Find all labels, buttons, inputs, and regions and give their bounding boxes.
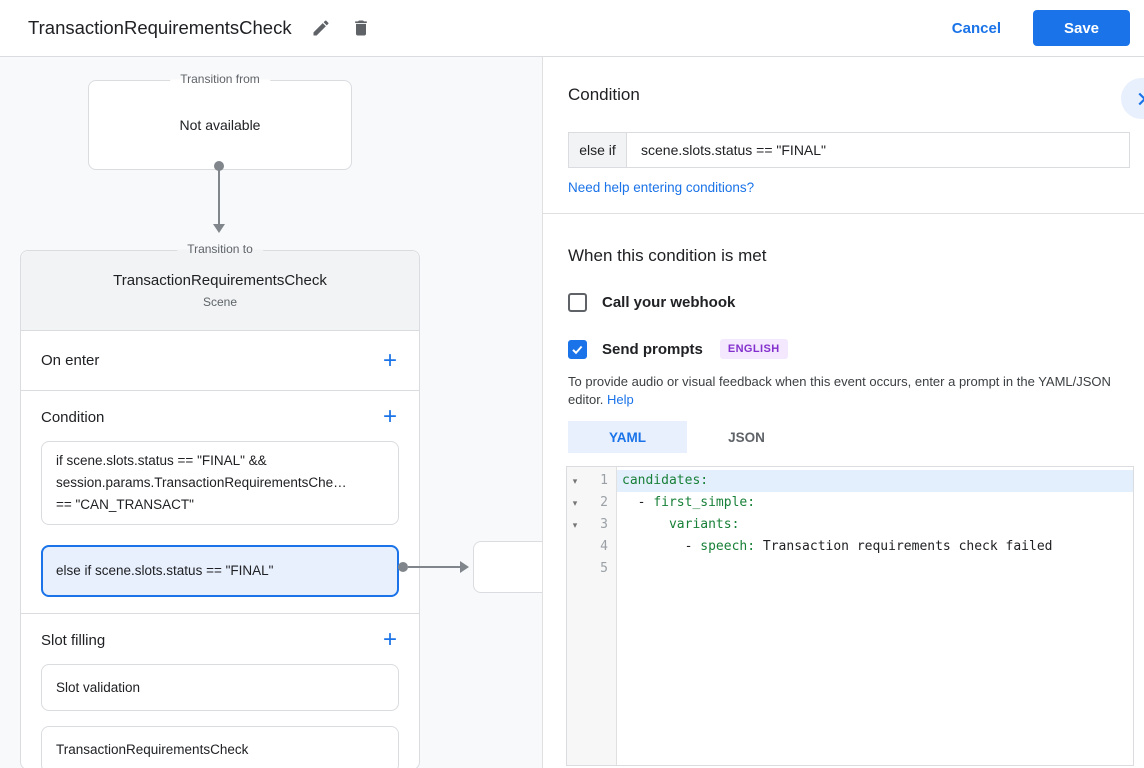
code-line: - speech: Transaction requirements check…: [622, 539, 1053, 554]
fold-caret-icon[interactable]: ▾: [572, 498, 578, 508]
line-number: 3: [600, 517, 608, 532]
webhook-label: Call your webhook: [602, 294, 736, 311]
feedback-description: To provide audio or visual feedback when…: [568, 373, 1130, 408]
code-line: variants:: [668, 517, 740, 532]
page-title: TransactionRequirementsCheck: [28, 17, 292, 38]
condition-item-if[interactable]: if scene.slots.status == "FINAL" && sess…: [41, 441, 399, 525]
send-prompts-label: Send prompts: [602, 340, 703, 358]
line-number: 4: [600, 539, 608, 554]
condition-prefix-label: else if: [568, 132, 626, 168]
slot-item-transaction-check[interactable]: TransactionRequirementsCheck: [41, 726, 399, 768]
connector-dot: [214, 161, 224, 171]
line-number: 1: [600, 473, 608, 488]
scene-card-header[interactable]: TransactionRequirementsCheck Scene: [21, 251, 419, 331]
tab-json[interactable]: JSON: [728, 429, 765, 445]
slot-item-validation[interactable]: Slot validation: [41, 664, 399, 711]
transition-from-box[interactable]: Transition from Not available: [88, 72, 352, 170]
flow-canvas: Transition from Not available Transition…: [0, 57, 543, 768]
cancel-button[interactable]: Cancel: [951, 19, 1001, 37]
app-header: TransactionRequirementsCheck Cancel Save: [0, 0, 1144, 57]
connector-line-vertical: [218, 169, 220, 224]
line-number: 5: [600, 561, 608, 576]
on-enter-label: On enter: [41, 352, 100, 369]
send-prompts-checkbox[interactable]: [568, 339, 587, 359]
arrow-down-icon: [213, 224, 225, 233]
condition-input-group: else if: [568, 132, 1130, 168]
add-slot-button[interactable]: +: [382, 626, 397, 653]
add-on-enter-button[interactable]: +: [382, 346, 397, 374]
line-number: 2: [600, 495, 608, 510]
condition-line: else if scene.slots.status == "FINAL": [56, 563, 274, 578]
connector-dot: [398, 562, 408, 572]
webhook-checkbox[interactable]: [568, 293, 587, 312]
transition-to-legend: Transition to: [177, 242, 263, 256]
slot-filling-label: Slot filling: [41, 631, 106, 649]
inspector-heading: Condition: [568, 85, 640, 104]
save-button[interactable]: Save: [1033, 10, 1130, 46]
editor-format-tabs: YAML JSON: [568, 421, 1130, 453]
transition-from-legend: Transition from: [170, 72, 270, 86]
condition-expression-input[interactable]: [626, 132, 1130, 168]
condition-line: if scene.slots.status == "FINAL" &&: [56, 453, 267, 468]
send-prompts-row[interactable]: Send prompts ENGLISH: [568, 339, 1130, 359]
tab-yaml[interactable]: YAML: [568, 421, 687, 453]
slot-filling-section: Slot filling + Slot validation Transacti…: [21, 614, 419, 768]
condition-line: session.params.TransactionRequirementsCh…: [56, 475, 347, 490]
code-line: [617, 558, 1133, 580]
connector-line-horizontal: [408, 566, 460, 568]
arrow-right-icon: [460, 561, 469, 573]
condition-inspector-panel: Condition else if Need help entering con…: [543, 57, 1144, 768]
collapse-panel-button[interactable]: [1121, 78, 1144, 119]
transition-target-box[interactable]: [473, 541, 542, 593]
fold-caret-icon[interactable]: ▾: [572, 520, 578, 530]
condition-section-label: Condition: [41, 408, 105, 426]
on-enter-row[interactable]: On enter +: [21, 331, 419, 391]
scene-card-subtitle: Scene: [202, 295, 238, 309]
add-condition-button[interactable]: +: [382, 403, 397, 430]
condition-section: Condition + if scene.slots.status == "FI…: [21, 391, 419, 614]
editor-code-area[interactable]: candidates: - first_simple: variants: - …: [617, 467, 1133, 765]
conditions-help-link[interactable]: Need help entering conditions?: [568, 180, 755, 195]
yaml-editor[interactable]: ▾ 1 ▾ 2 ▾ 3 4 5 candidates: - first_simple: var…: [566, 466, 1134, 766]
edit-icon[interactable]: [310, 17, 332, 39]
editor-gutter: ▾ 1 ▾ 2 ▾ 3 4 5: [567, 467, 617, 765]
section-divider: [543, 213, 1144, 214]
when-condition-heading: When this condition is met: [568, 246, 767, 265]
condition-item-elseif-selected[interactable]: else if scene.slots.status == "FINAL": [41, 545, 399, 597]
fold-caret-icon[interactable]: ▾: [572, 476, 578, 486]
language-badge: ENGLISH: [719, 339, 788, 359]
webhook-row[interactable]: Call your webhook: [568, 293, 1130, 312]
feedback-description-text: To provide audio or visual feedback when…: [568, 374, 1111, 407]
scene-card-title: TransactionRequirementsCheck: [113, 272, 327, 289]
help-link[interactable]: Help: [607, 391, 634, 407]
transition-from-content: Not available: [179, 117, 261, 133]
chevron-right-icon: [1137, 92, 1144, 105]
code-line: - first_simple:: [622, 495, 756, 510]
code-line: candidates:: [617, 470, 1133, 492]
condition-line: == "CAN_TRANSACT": [56, 497, 194, 512]
delete-icon[interactable]: [350, 17, 372, 39]
checkmark-icon: [572, 345, 583, 354]
scene-card: Transition to TransactionRequirementsChe…: [20, 242, 420, 768]
